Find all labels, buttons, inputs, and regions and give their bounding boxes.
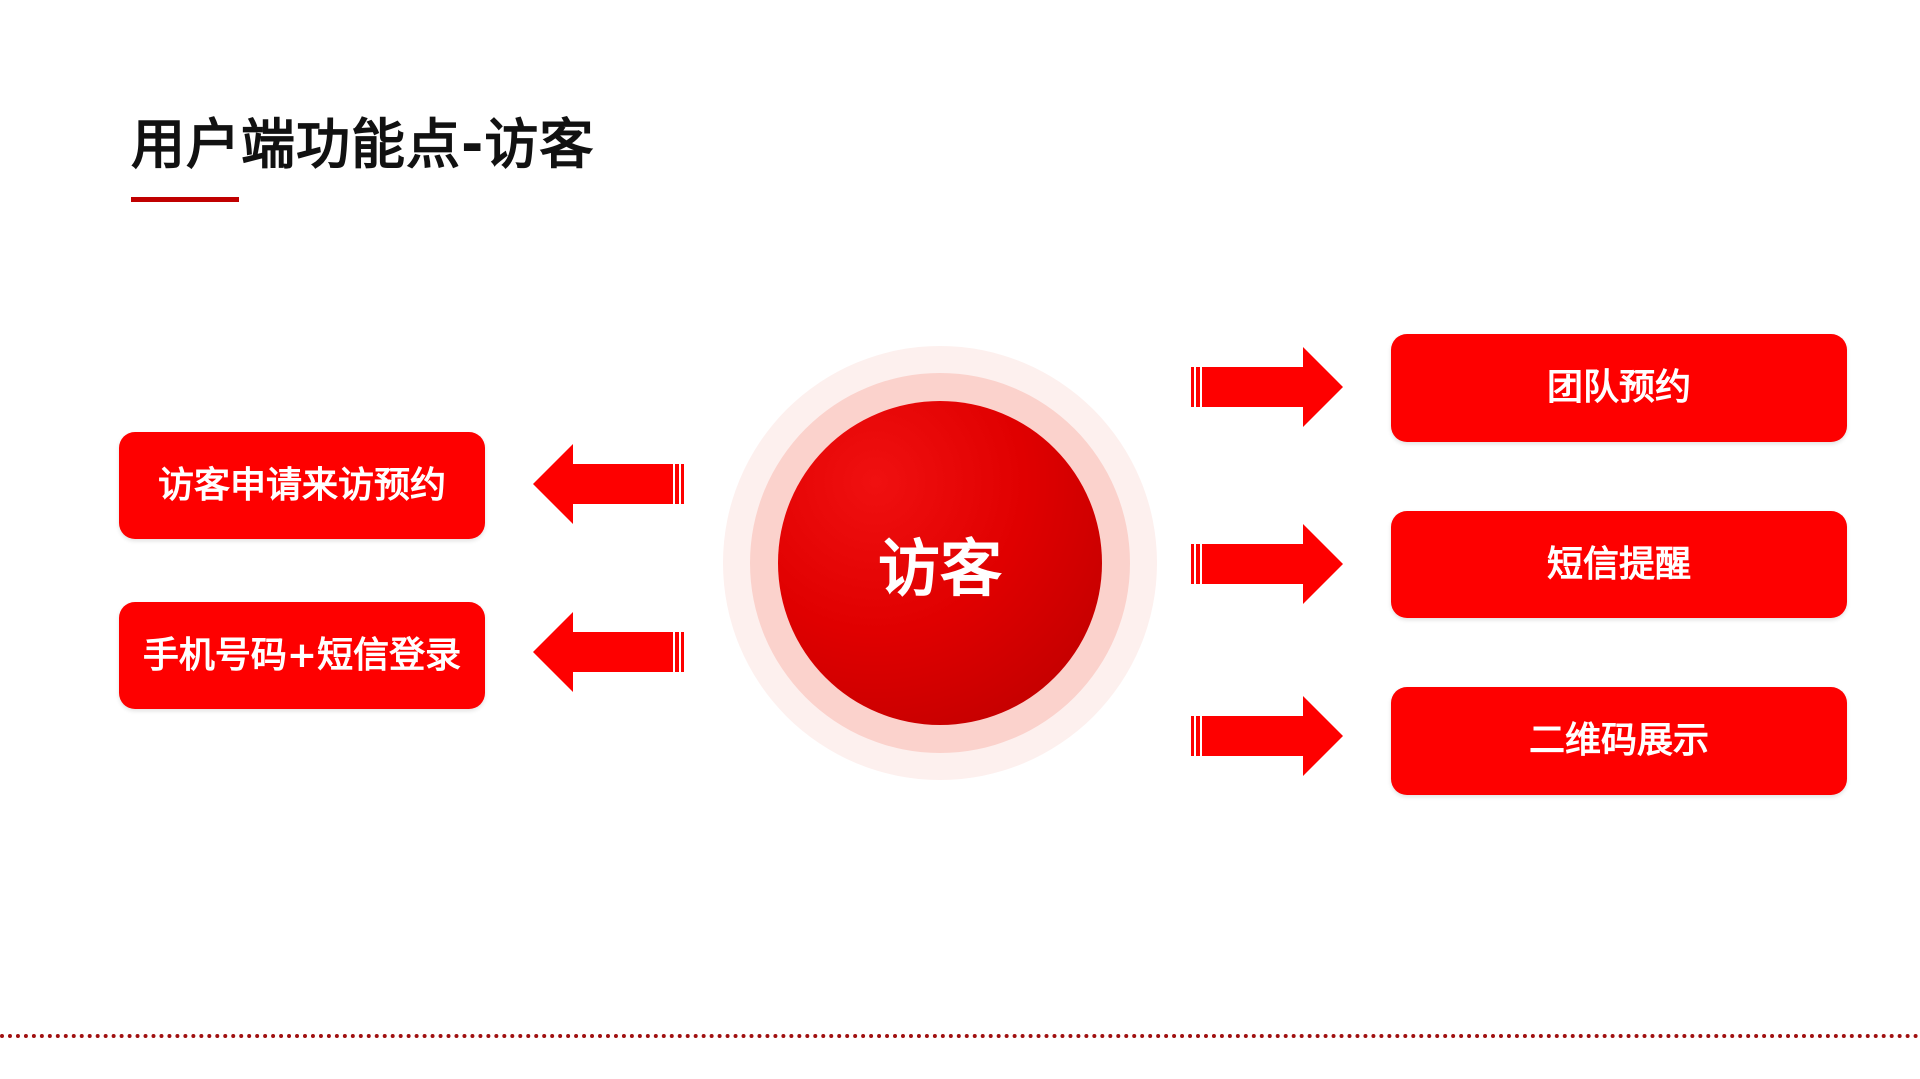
right-item-label: 短信提醒 bbox=[1546, 543, 1691, 585]
arrow-right-icon bbox=[1191, 347, 1343, 427]
arrow-right-icon bbox=[1191, 696, 1343, 776]
right-item-qr-display: 二维码展示 bbox=[1391, 687, 1847, 795]
right-item-sms-reminder: 短信提醒 bbox=[1391, 511, 1847, 618]
right-item-label: 二维码展示 bbox=[1528, 720, 1709, 762]
right-item-label: 团队预约 bbox=[1546, 367, 1691, 409]
title-underline bbox=[131, 197, 239, 202]
left-item-phone-login: 手机号码+短信登录 bbox=[119, 602, 485, 709]
arrow-left-icon bbox=[533, 444, 684, 524]
left-item-label: 手机号码+短信登录 bbox=[142, 634, 462, 676]
center-node: 访客 bbox=[778, 401, 1102, 725]
arrow-left-icon bbox=[533, 612, 684, 692]
left-item-visitor-appointment: 访客申请来访预约 bbox=[119, 432, 485, 539]
right-item-team-appointment: 团队预约 bbox=[1391, 334, 1847, 442]
center-label: 访客 bbox=[877, 532, 1002, 605]
arrow-right-icon bbox=[1191, 524, 1343, 604]
page-title: 用户端功能点-访客 bbox=[131, 113, 595, 176]
left-item-label: 访客申请来访预约 bbox=[157, 464, 446, 506]
footer-dotted-divider bbox=[0, 1034, 1920, 1038]
